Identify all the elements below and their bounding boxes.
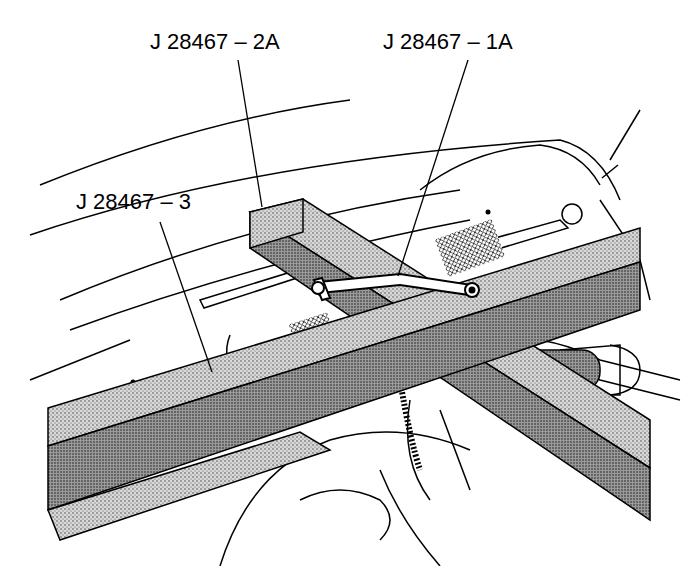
wire-harness — [400, 380, 420, 470]
part-number-label: J 28467 – 2A — [150, 30, 280, 54]
part-number-label: J 28467 – 1A — [383, 30, 513, 54]
hold-down-bracket — [312, 274, 479, 300]
part-number-label: J 28467 – 3 — [76, 190, 191, 214]
cowl-grille — [435, 219, 505, 277]
support-beam — [48, 432, 330, 540]
fastener-dot — [486, 210, 491, 215]
leader-line — [160, 60, 468, 372]
support-beam — [48, 228, 640, 510]
